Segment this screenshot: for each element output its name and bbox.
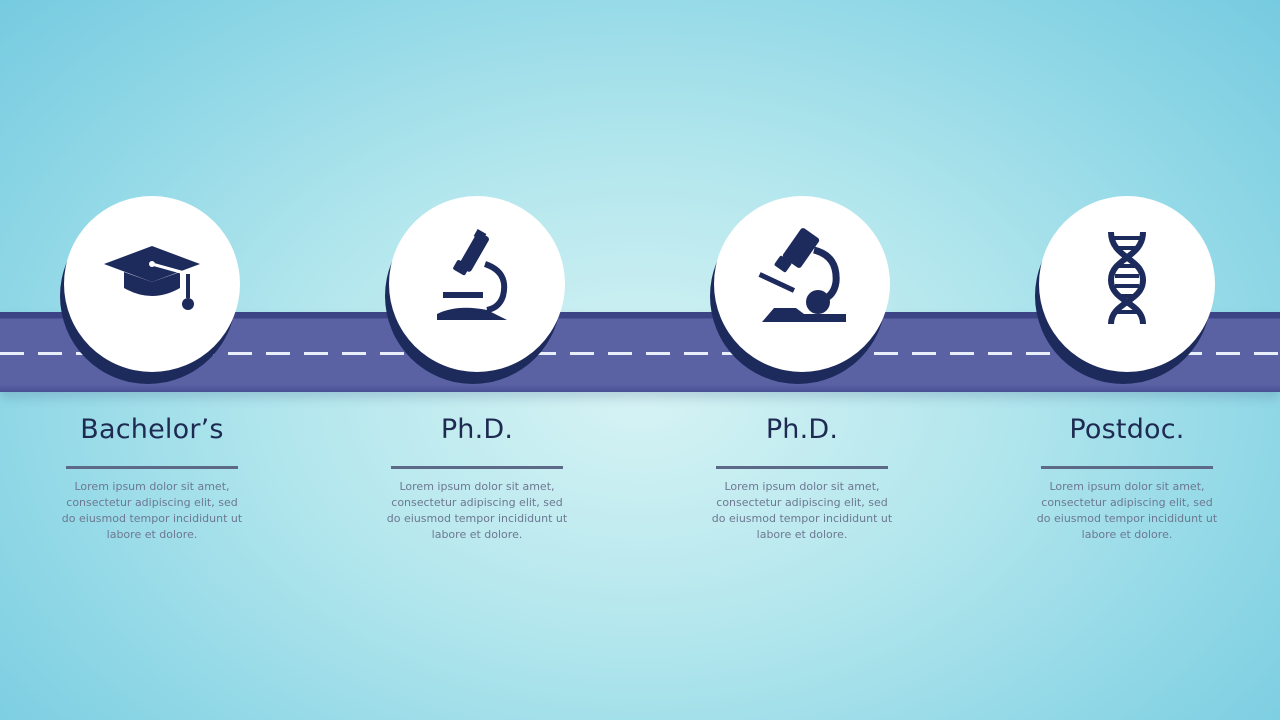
milestone-description: Lorem ipsum dolor sit amet, consectetur … <box>1036 480 1218 541</box>
milestone-title: Bachelor’s <box>80 414 224 445</box>
divider <box>1041 466 1213 469</box>
road-center-dashes <box>0 352 1280 355</box>
milestone-postdoc: Postdoc. Lorem ipsum dolor sit amet, con… <box>1037 196 1217 556</box>
milestone-title: Ph.D. <box>440 414 514 445</box>
milestone-phd-2: Ph.D. Lorem ipsum dolor sit amet, consec… <box>712 196 892 556</box>
milestone-title: Ph.D. <box>765 414 839 445</box>
milestone-circle <box>714 196 890 372</box>
milestone-description: Lorem ipsum dolor sit amet, consectetur … <box>386 480 568 541</box>
divider <box>716 466 888 469</box>
milestone-description: Lorem ipsum dolor sit amet, consectetur … <box>61 480 243 541</box>
milestone-bachelors: Bachelor’s Lorem ipsum dolor sit amet, c… <box>62 196 242 556</box>
divider <box>391 466 563 469</box>
milestone-circle <box>64 196 240 372</box>
microscope-icon <box>437 229 508 320</box>
dna-helix-icon <box>1107 231 1147 324</box>
milestone-description: Lorem ipsum dolor sit amet, consectetur … <box>711 480 893 541</box>
microscope-icon <box>758 228 846 322</box>
milestone-circle <box>389 196 565 372</box>
graduation-cap-icon <box>104 246 200 310</box>
milestone-phd-1: Ph.D. Lorem ipsum dolor sit amet, consec… <box>387 196 567 556</box>
milestone-title: Postdoc. <box>1069 414 1185 445</box>
divider <box>66 466 238 469</box>
milestone-circle <box>1039 196 1215 372</box>
